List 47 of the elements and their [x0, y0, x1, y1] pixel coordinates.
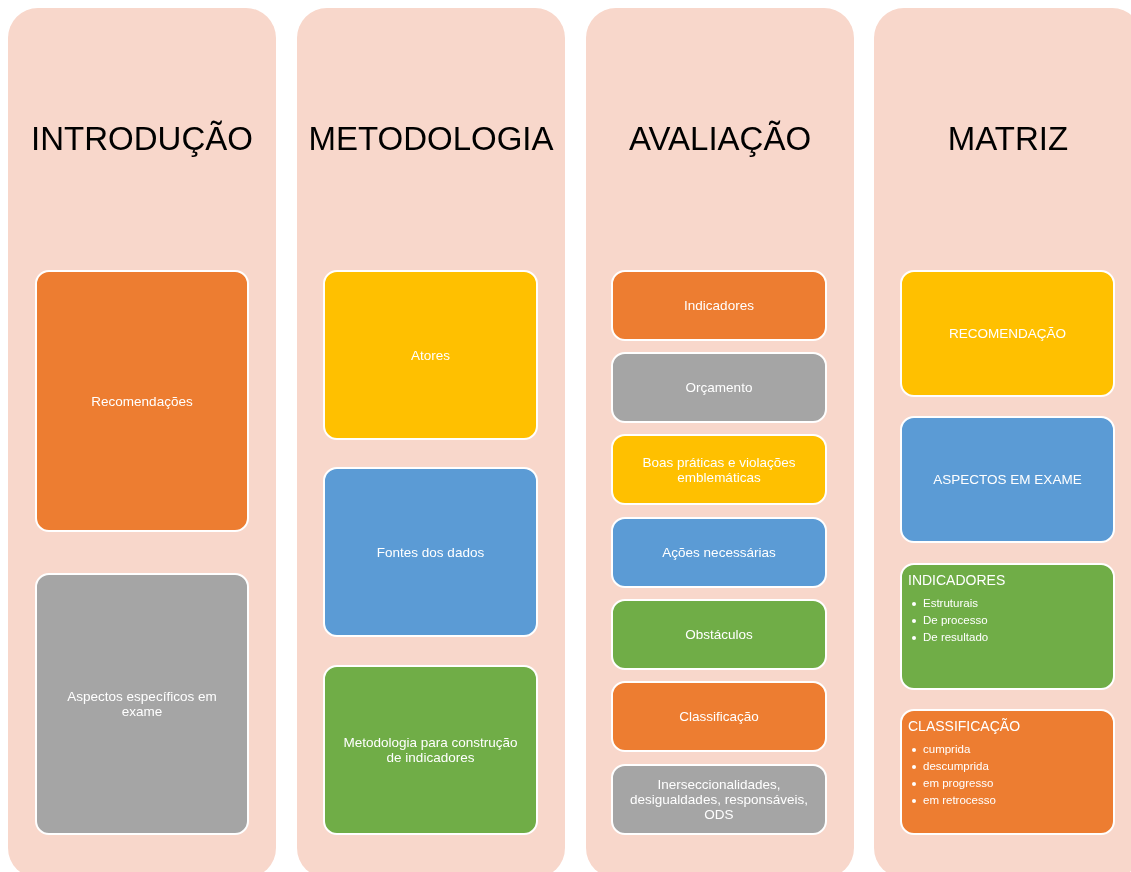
- topic-box: [611, 270, 827, 341]
- topic-box: [323, 270, 538, 440]
- column-title: MATRIZ: [946, 120, 1070, 158]
- box-label: Fontes dos dados: [376, 544, 485, 560]
- bullet-item: De processo: [923, 614, 988, 626]
- box-label: Ações necessárias: [662, 545, 776, 560]
- bullet-item: em progresso: [923, 777, 994, 789]
- box-label: Classificação: [679, 709, 759, 724]
- box-label: Atores: [411, 347, 450, 363]
- bullet-item: em retrocesso: [923, 794, 996, 806]
- column-panel: [297, 8, 565, 872]
- box-label: RECOMENDAÇÃO: [949, 326, 1066, 341]
- topic-box: [611, 517, 827, 588]
- box-label: Obstáculos: [685, 627, 753, 642]
- bullet-item: descumprida: [923, 760, 989, 772]
- box-label: Orçamento: [685, 380, 753, 395]
- column-panel: [8, 8, 276, 872]
- topic-box: [35, 573, 249, 835]
- box-label: Inerseccionalidades, desigualdades, responsáveis, ODS: [629, 777, 809, 822]
- card-heading: CLASSIFICAÇÃO: [908, 718, 1021, 734]
- topic-box: [323, 665, 538, 835]
- list-card: [900, 709, 1115, 835]
- bullet-item: Estruturais: [923, 597, 978, 609]
- bullet-item: De resultado: [923, 631, 989, 643]
- topic-box: [611, 352, 827, 423]
- box-label: ASPECTOS EM EXAME: [933, 472, 1082, 487]
- topic-box: [900, 416, 1115, 543]
- column-title: METODOLOGIA: [307, 120, 555, 158]
- box-label: Indicadores: [684, 298, 754, 313]
- column-panel: [586, 8, 854, 872]
- box-label: Boas práticas e violações emblemáticas: [641, 454, 797, 485]
- topic-box: [35, 270, 249, 532]
- column-title: INTRODUÇÃO: [30, 120, 254, 158]
- box-label: Recomendações: [91, 393, 193, 409]
- list-card: [900, 563, 1115, 690]
- box-label: Aspectos específicos em exame: [66, 689, 218, 719]
- topic-box: [323, 467, 538, 637]
- topic-box: [611, 434, 827, 505]
- topic-box: [611, 764, 827, 835]
- topic-box: [900, 270, 1115, 397]
- card-heading: INDICADORES: [908, 572, 1006, 588]
- topic-box: [611, 599, 827, 670]
- box-label: Metodologia para construção de indicadores: [342, 735, 519, 765]
- column-panel: [874, 8, 1131, 872]
- column-title: AVALIAÇÃO: [627, 120, 813, 158]
- bullet-item: cumprida: [923, 743, 971, 755]
- topic-box: [611, 681, 827, 752]
